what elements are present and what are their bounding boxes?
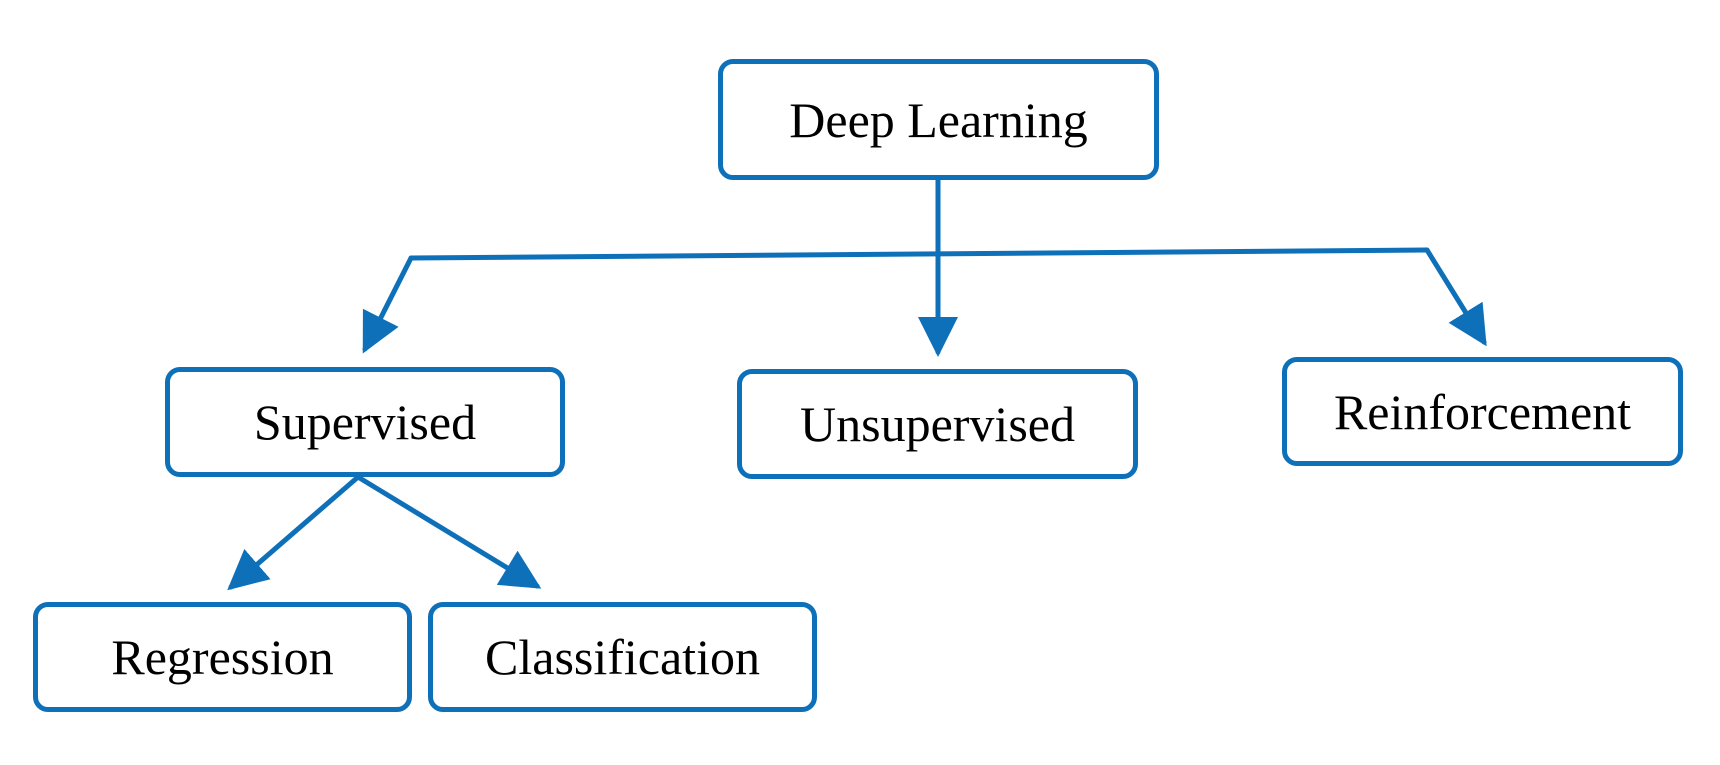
reinforcement-node: Reinforcement (1282, 357, 1683, 466)
regression-node: Regression (33, 602, 412, 712)
classification-node: Classification (428, 602, 817, 712)
classification-label: Classification (485, 629, 760, 685)
deep-learning-label: Deep Learning (789, 91, 1088, 148)
arrow-to-supervised (362, 255, 414, 354)
regression-label: Regression (111, 629, 334, 685)
arrow-to-regression (227, 474, 361, 591)
arrow-to-reinforcement (1424, 247, 1487, 347)
supervised-label: Supervised (253, 394, 477, 450)
unsupervised-label: Unsupervised (800, 396, 1075, 452)
branch-bar-line (408, 247, 1430, 261)
unsupervised-node: Unsupervised (737, 369, 1138, 479)
deep-learning-node: Deep Learning (718, 59, 1159, 180)
reinforcement-label: Reinforcement (1333, 383, 1632, 440)
arrow-to-classification (355, 474, 542, 589)
supervised-node: Supervised (165, 367, 565, 477)
